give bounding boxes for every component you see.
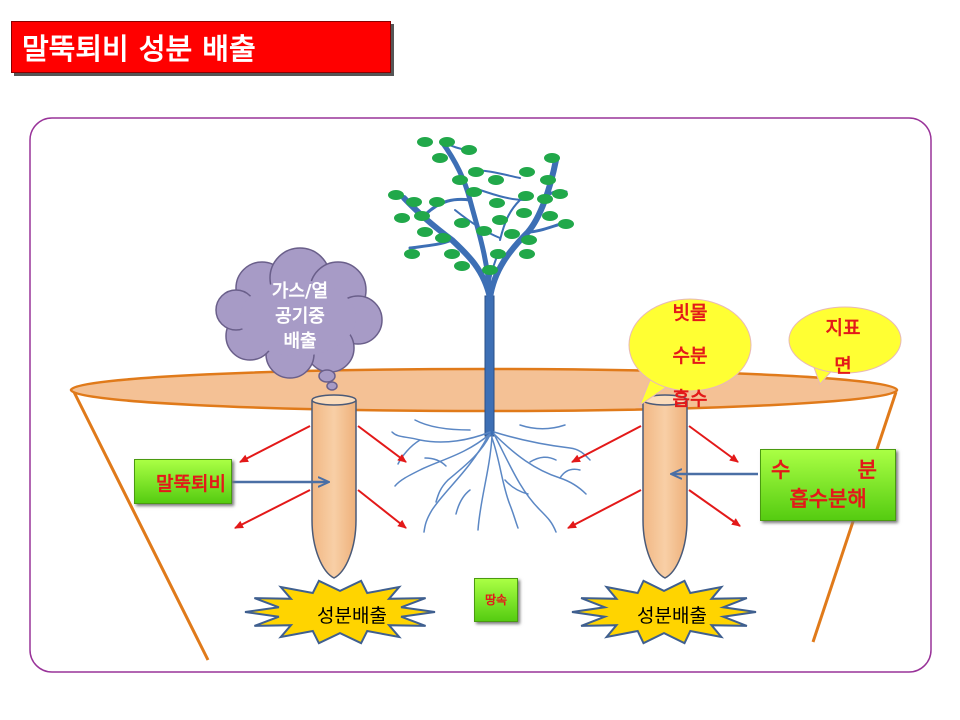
rain-line-2: 수분	[672, 345, 708, 367]
compost-stake-box: 말뚝퇴비	[134, 459, 232, 504]
title-banner: 말뚝퇴비 성분 배출	[11, 21, 391, 73]
surface-line-1: 지표	[825, 317, 861, 339]
cloud-label: 가스/열 공기중 배출	[254, 279, 346, 354]
left-burst-label: 성분배출	[317, 605, 387, 627]
rain-bubble-label: 빗물 수분 흡수	[650, 292, 730, 421]
surface-bubble	[788, 306, 902, 385]
left-release-burst	[244, 579, 436, 645]
tree-roots	[391, 419, 591, 533]
water-absorb-label: 수 분 흡수분해	[767, 456, 889, 514]
rain-line-1: 빗물	[672, 302, 708, 324]
cloud-line-3: 배출	[283, 331, 317, 352]
right-burst-label: 성분배출	[637, 605, 707, 627]
underground-label: 땅속	[484, 593, 508, 607]
rain-bubble	[628, 298, 752, 407]
tree-trunk	[484, 295, 495, 437]
pot-left-side	[71, 389, 210, 661]
soil-surface	[69, 367, 899, 413]
water-absorb-box: 수 분 흡수분해	[760, 449, 896, 521]
water-absorb-line2: 흡수분해	[789, 487, 867, 511]
left-compost-stake	[311, 400, 357, 579]
compost-stake-label: 말뚝퇴비	[156, 473, 226, 495]
cloud-line-1: 가스/열	[271, 281, 329, 302]
underground-box: 땅속	[474, 578, 518, 622]
right-release-burst	[571, 579, 757, 645]
tree-leaves	[388, 137, 574, 275]
surface-bubble-label: 지표 면	[808, 309, 878, 385]
right-compost-stake	[642, 400, 688, 579]
page-title: 말뚝퇴비 성분 배출	[22, 32, 256, 66]
gas-cloud	[215, 247, 383, 391]
left-stake-top	[311, 394, 357, 406]
cloud-line-2: 공기중	[275, 306, 325, 327]
nutrient-arrows	[234, 425, 741, 529]
surface-line-2: 면	[834, 355, 852, 377]
water-absorb-line1-b: 분	[857, 458, 877, 482]
water-absorb-line1-a: 수	[771, 458, 791, 482]
rain-line-3: 흡수	[672, 388, 708, 410]
